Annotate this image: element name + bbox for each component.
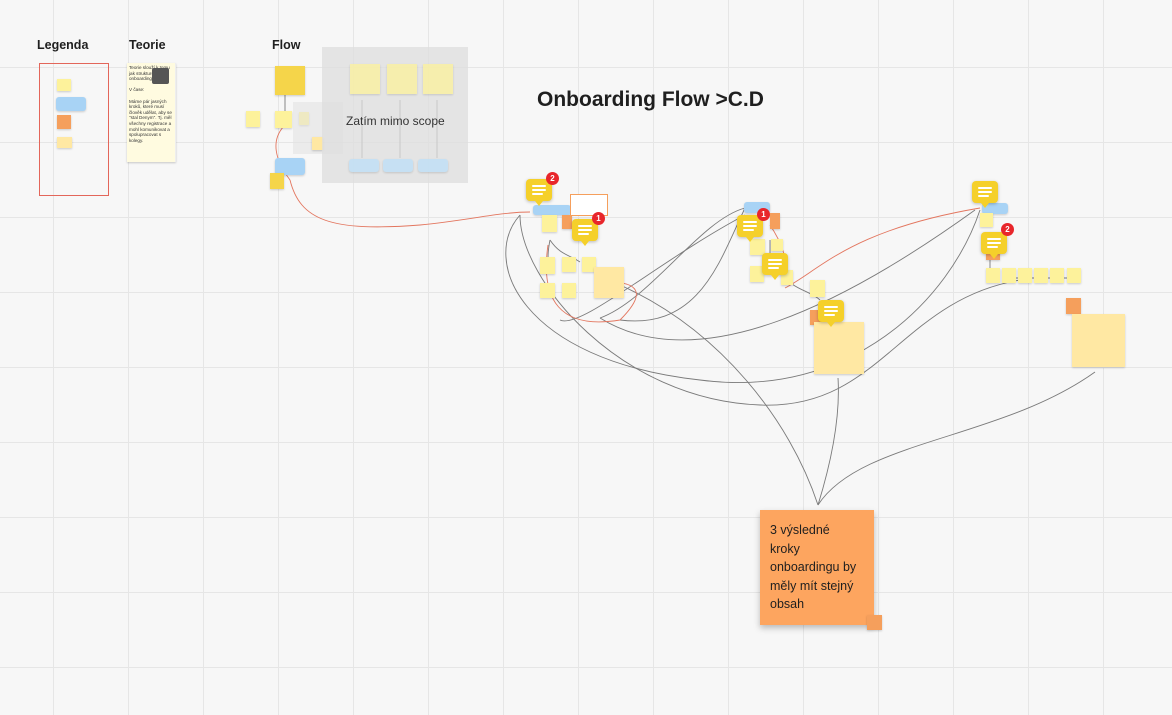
connector: [599, 209, 976, 341]
sticky[interactable]: [540, 283, 555, 298]
card[interactable]: [349, 159, 379, 172]
connector: [784, 207, 981, 289]
sticky[interactable]: [1066, 298, 1081, 314]
connector: [619, 284, 819, 506]
sticky[interactable]: [270, 173, 284, 189]
sticky[interactable]: [750, 239, 765, 255]
legend-frame[interactable]: [39, 63, 109, 196]
comment-icon[interactable]: [818, 300, 844, 327]
legend-header: Legenda: [37, 38, 89, 52]
sticky[interactable]: [542, 215, 557, 232]
sticky[interactable]: [312, 137, 323, 150]
flow-header: Flow: [272, 38, 301, 52]
sticky[interactable]: [980, 213, 993, 227]
connector: [559, 214, 746, 322]
sticky[interactable]: [986, 268, 1000, 283]
sticky[interactable]: [770, 213, 780, 229]
card[interactable]: [982, 203, 1008, 214]
sticky[interactable]: [1067, 268, 1081, 283]
sticky[interactable]: [582, 257, 596, 272]
sticky[interactable]: [810, 280, 825, 297]
shape-icon[interactable]: [152, 68, 169, 84]
legend-sticky-orange[interactable]: [57, 115, 71, 129]
connector: [817, 371, 1096, 506]
legend-card-blue[interactable]: [56, 97, 86, 111]
sticky[interactable]: [814, 322, 864, 374]
connector: [599, 207, 746, 319]
card[interactable]: [383, 159, 413, 172]
comment-count-badge: 1: [757, 208, 770, 221]
sticky[interactable]: [562, 283, 576, 298]
sticky[interactable]: [387, 64, 417, 94]
comment-icon[interactable]: [981, 232, 1007, 259]
legend-sticky-light[interactable]: [57, 137, 72, 148]
sticky[interactable]: [562, 257, 576, 272]
connector: [619, 207, 746, 322]
sticky[interactable]: [275, 66, 305, 95]
card[interactable]: [744, 202, 770, 213]
card[interactable]: [418, 159, 448, 172]
comment-icon[interactable]: [737, 215, 763, 242]
sticky[interactable]: [246, 111, 260, 127]
sticky[interactable]: [423, 64, 453, 94]
out-of-scope-label: Zatím mimo scope: [346, 114, 445, 128]
comment-icon[interactable]: [572, 219, 598, 246]
connector: [549, 239, 581, 263]
summary-sticky[interactable]: 3 výsledné kroky onboardingu by měly mít…: [760, 510, 874, 625]
sticky[interactable]: [1072, 314, 1125, 367]
sticky[interactable]: [1034, 268, 1048, 283]
sticky[interactable]: [594, 267, 624, 298]
comment-count-badge: 1: [592, 212, 605, 225]
board-title[interactable]: Onboarding Flow >C.D: [537, 88, 764, 111]
sticky[interactable]: [570, 194, 608, 216]
theory-note-text: Teorie slouží k tomu jak strukturovat on…: [129, 65, 172, 143]
connector: [289, 179, 531, 228]
connector: [817, 377, 839, 506]
theory-header: Teorie: [129, 38, 166, 52]
sticky[interactable]: [562, 215, 572, 229]
comment-count-badge: 2: [1001, 223, 1014, 236]
theory-note[interactable]: Teorie slouží k tomu jak strukturovat on…: [127, 63, 176, 162]
sticky[interactable]: [1018, 268, 1032, 283]
comment-icon[interactable]: [526, 179, 552, 206]
sticky[interactable]: [275, 111, 292, 128]
sticky[interactable]: [771, 239, 783, 251]
sticky[interactable]: [867, 615, 882, 630]
summary-sticky-text: 3 výsledné kroky onboardingu by měly mít…: [770, 523, 857, 611]
sticky[interactable]: [1002, 268, 1016, 283]
sticky[interactable]: [1050, 268, 1064, 283]
out-of-scope-frame[interactable]: Zatím mimo scope: [322, 47, 468, 183]
comment-icon[interactable]: [762, 253, 788, 280]
sticky[interactable]: [350, 64, 380, 94]
sticky[interactable]: [540, 257, 555, 274]
comment-count-badge: 2: [546, 172, 559, 185]
sticky[interactable]: [750, 266, 764, 282]
comment-icon[interactable]: [972, 181, 998, 208]
card[interactable]: [533, 205, 571, 215]
legend-sticky-yellow[interactable]: [57, 79, 71, 91]
card[interactable]: [275, 158, 305, 175]
connector: [505, 209, 981, 383]
